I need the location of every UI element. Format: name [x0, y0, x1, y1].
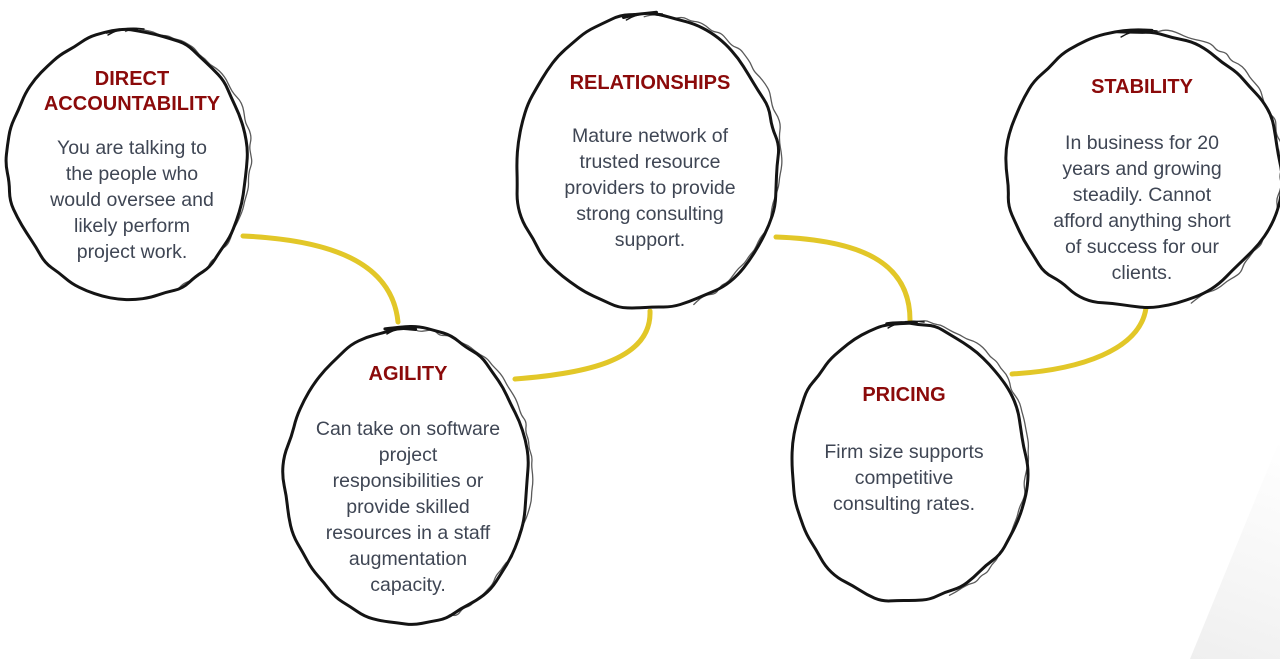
connectors: [240, 233, 1149, 382]
node-circle-tail: [625, 12, 664, 21]
node-circle-stroke: [281, 324, 530, 626]
node-body: Mature network of trusted resource provi…: [564, 125, 736, 251]
node-circle-stroke: [790, 321, 1030, 603]
node-circle-tail: [107, 27, 145, 36]
connector-line-3: [773, 234, 913, 323]
node-circle-stroke: [1004, 28, 1280, 309]
node-pricing: PRICING Firm size supports competitive c…: [794, 383, 1014, 517]
node-title: PRICING: [862, 384, 946, 406]
node-title: STABILITY: [1091, 76, 1193, 98]
node-circle-sketch: [403, 327, 534, 617]
node-stability: STABILITY In business for 20 years and g…: [1027, 75, 1257, 286]
circles: [4, 10, 1280, 626]
node-circle-direct-accountability: [4, 27, 253, 302]
node-circle-stroke: [4, 27, 249, 302]
node-circle-fill: [792, 325, 1024, 601]
node-circle-sketch: [643, 14, 783, 306]
connector-line-2: [512, 308, 653, 382]
node-circle-relationships: [515, 10, 783, 310]
node-circle-fill: [1006, 34, 1278, 306]
node-circle-agility: [281, 324, 534, 626]
node-title: RELATIONSHIPS: [569, 72, 731, 94]
node-body: Can take on software project responsibil…: [315, 418, 501, 596]
node-title: AGILITY: [368, 363, 448, 385]
node-circle-tail: [1120, 29, 1158, 38]
node-body: You are talking to the people who would …: [50, 137, 214, 263]
node-circle-pricing: [790, 320, 1030, 603]
node-circle-sketch: [124, 27, 253, 293]
node-body: In business for 20 years and growing ste…: [1053, 132, 1231, 284]
node-circle-stability: [1004, 28, 1280, 309]
node-circle-fill: [10, 32, 246, 298]
node-circle-tail: [386, 326, 424, 335]
connector-line-1: [240, 233, 401, 325]
node-circle-stroke: [515, 10, 781, 310]
node-circle-fill: [287, 331, 527, 623]
connector-line-4: [1009, 305, 1149, 377]
node-circle-sketch: [904, 320, 1030, 596]
node-agility: AGILITY Can take on software project res…: [298, 362, 518, 598]
node-body: Firm size supports competitive consultin…: [824, 441, 984, 515]
node-title: DIRECT ACCOUNTABILITY: [43, 68, 221, 115]
node-circle-sketch: [1138, 29, 1280, 304]
node-circle-tail: [887, 320, 925, 329]
node-relationships: RELATIONSHIPS Mature network of trusted …: [535, 71, 765, 253]
node-circle-fill: [517, 17, 777, 309]
node-direct-accountability: DIRECT ACCOUNTABILITY You are talking to…: [22, 67, 242, 265]
